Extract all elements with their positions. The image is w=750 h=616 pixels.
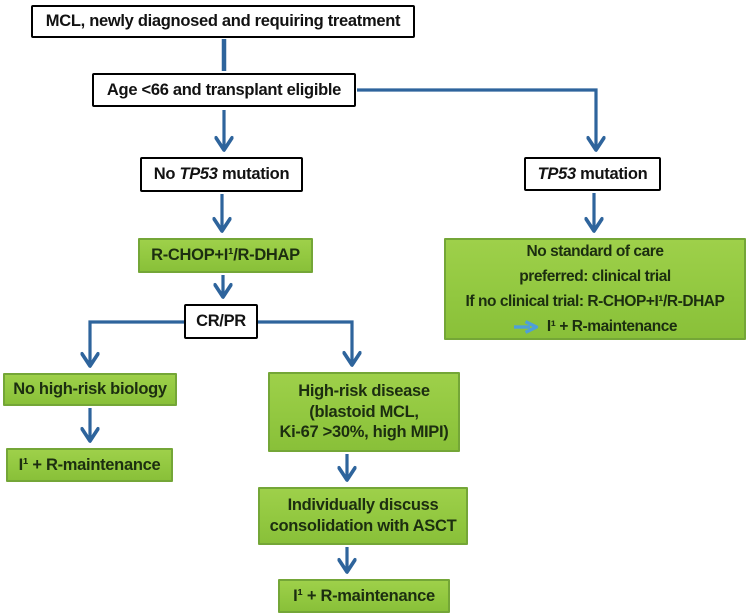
node-no-standard-of-care: No standard of care preferred: clinical … [444,238,746,340]
node-no-tp53-label: No TP53 mutation [153,165,290,184]
connector-crpr-to-no-high-risk [90,320,184,366]
node-cr-pr: CR/PR [184,304,258,339]
no-standard-line-1: No standard of care [526,243,664,260]
node-maintenance-bottom-label: I¹ + R-maintenance [293,586,435,605]
node-no-high-risk-label: No high-risk biology [13,380,167,399]
node-maintenance-bottom: I¹ + R-maintenance [278,579,450,613]
node-no-tp53-mutation: No TP53 mutation [140,157,303,192]
node-rchop-rdhap: R-CHOP+I¹/R-DHAP [138,238,313,273]
connector-crpr-to-high-risk [258,320,352,365]
no-standard-line-4: I¹ + R-maintenance [513,314,678,339]
no-standard-line-3: If no clinical trial: R-CHOP+I¹/R-DHAP [465,293,725,310]
node-age-eligibility: Age <66 and transplant eligible [92,73,356,107]
no-standard-maintenance-label: I¹ + R-maintenance [546,318,678,335]
node-high-risk-disease: High-risk disease (blastoid MCL, Ki-67 >… [268,372,460,452]
node-crpr-label: CR/PR [196,312,246,331]
connector-age-to-tp53 [357,88,596,150]
node-maintenance-left: I¹ + R-maintenance [6,448,173,482]
high-risk-line-2: (blastoid MCL, [309,402,419,421]
node-start: MCL, newly diagnosed and requiring treat… [31,5,415,38]
node-tp53-label: TP53 mutation [537,164,648,183]
consolidation-line-2: consolidation with ASCT [269,517,457,535]
node-age-label: Age <66 and transplant eligible [106,80,342,99]
gene-tp53: TP53 [179,165,218,184]
gene-tp53: TP53 [537,164,577,183]
consolidation-line-1: Individually discuss [287,496,439,515]
node-tp53-mutation: TP53 mutation [524,157,661,191]
high-risk-line-1: High-risk disease [298,382,430,401]
node-no-high-risk-biology: No high-risk biology [3,373,177,406]
node-rchop-label: R-CHOP+I¹/R-DHAP [151,246,300,265]
no-standard-line-2: preferred: clinical trial [519,268,671,285]
node-start-label: MCL, newly diagnosed and requiring treat… [45,12,401,31]
node-consolidation-asct: Individually discuss consolidation with … [258,487,468,545]
high-risk-line-3: Ki-67 >30%, high MIPI) [279,423,449,442]
right-arrow-icon [513,319,539,334]
node-maintenance-left-label: I¹ + R-maintenance [18,455,161,474]
